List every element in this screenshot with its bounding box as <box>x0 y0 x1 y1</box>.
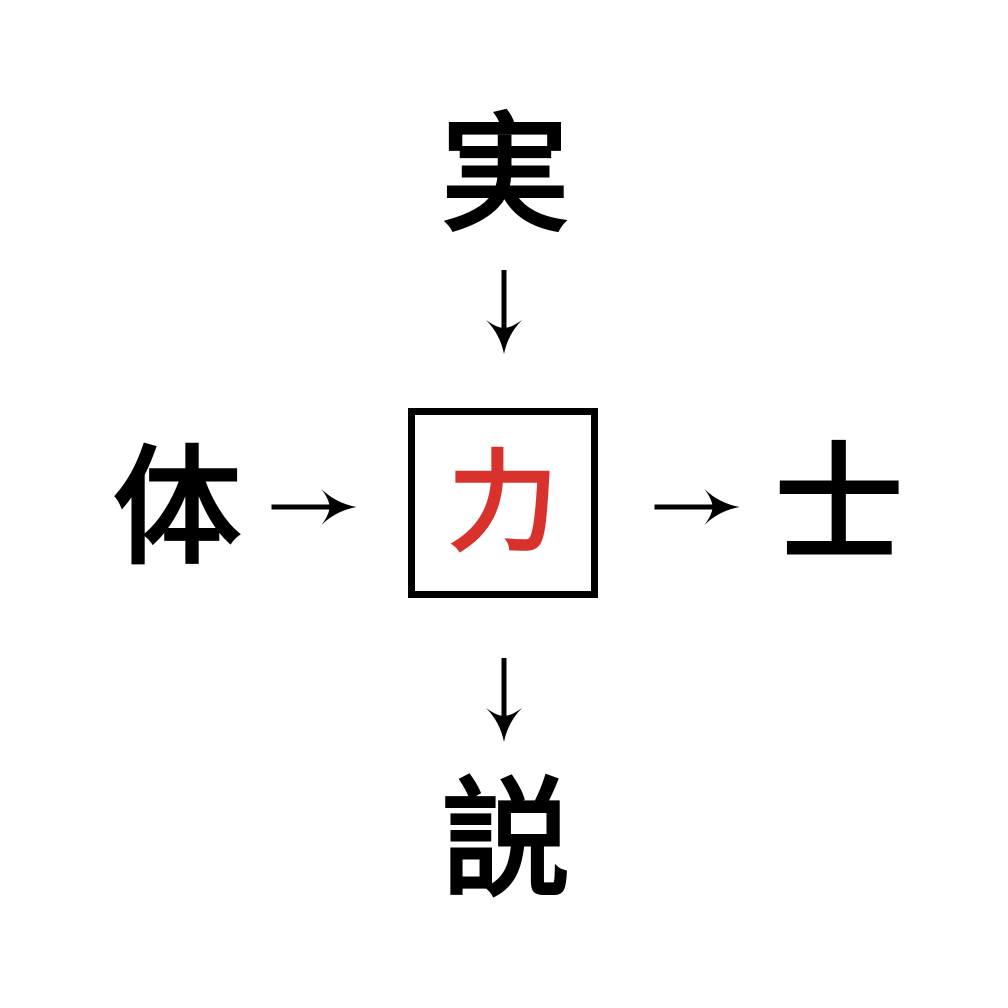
kanji-top: 実 <box>440 101 570 250</box>
kanji-right: 士 <box>774 431 904 580</box>
arrow-down-icon <box>486 658 522 742</box>
answer-box[interactable]: 力 <box>408 408 598 598</box>
kanji-left: 体 <box>112 434 242 583</box>
arrow-right-icon <box>654 489 740 525</box>
arrow-down-icon <box>486 270 522 354</box>
center-kanji: 力 <box>448 439 558 567</box>
kanji-bottom: 説 <box>441 766 571 915</box>
arrow-right-icon <box>271 489 357 525</box>
